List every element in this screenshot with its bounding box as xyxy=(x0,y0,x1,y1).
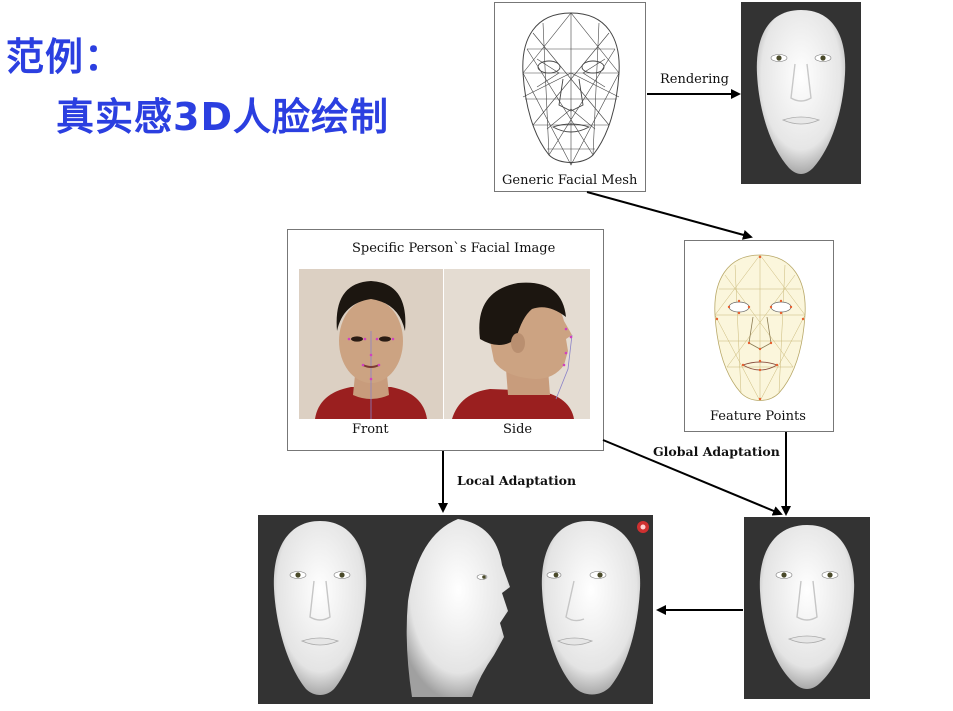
arrow-photo-to-global xyxy=(602,439,783,516)
photo-heading: Specific Person`s Facial Image xyxy=(352,241,556,256)
slide-title-line1: 范例： xyxy=(6,35,124,79)
global-adapted-render-panel xyxy=(744,517,870,699)
feature-caption: Feature Points xyxy=(710,409,806,424)
global-adapted-face xyxy=(759,525,855,689)
rendered-face xyxy=(756,10,846,174)
rendered-face-panel xyxy=(741,2,861,184)
mesh-face-drawing xyxy=(522,12,620,166)
mesh-caption: Generic Facial Mesh xyxy=(502,173,638,188)
photo-box: Specific Person`s Facial Image Front Sid… xyxy=(287,229,604,451)
rendering-label: Rendering xyxy=(660,72,729,87)
side-caption: Side xyxy=(503,422,533,437)
feature-points-box: Feature Points xyxy=(684,240,834,432)
global-adaptation-label: Global Adaptation xyxy=(653,444,780,459)
front-photo xyxy=(299,269,443,419)
slide-title-line2: 真实感3D人脸绘制 xyxy=(56,95,389,139)
side-photo xyxy=(444,269,590,419)
front-caption: Front xyxy=(352,422,389,437)
generic-mesh-box: Generic Facial Mesh xyxy=(494,2,646,192)
local-adapted-faces xyxy=(273,519,649,697)
local-adapted-render-panel xyxy=(258,515,653,704)
feature-points-face xyxy=(714,254,806,402)
arrow-mesh-to-features xyxy=(586,191,753,240)
local-adaptation-label: Local Adaptation xyxy=(457,473,577,488)
